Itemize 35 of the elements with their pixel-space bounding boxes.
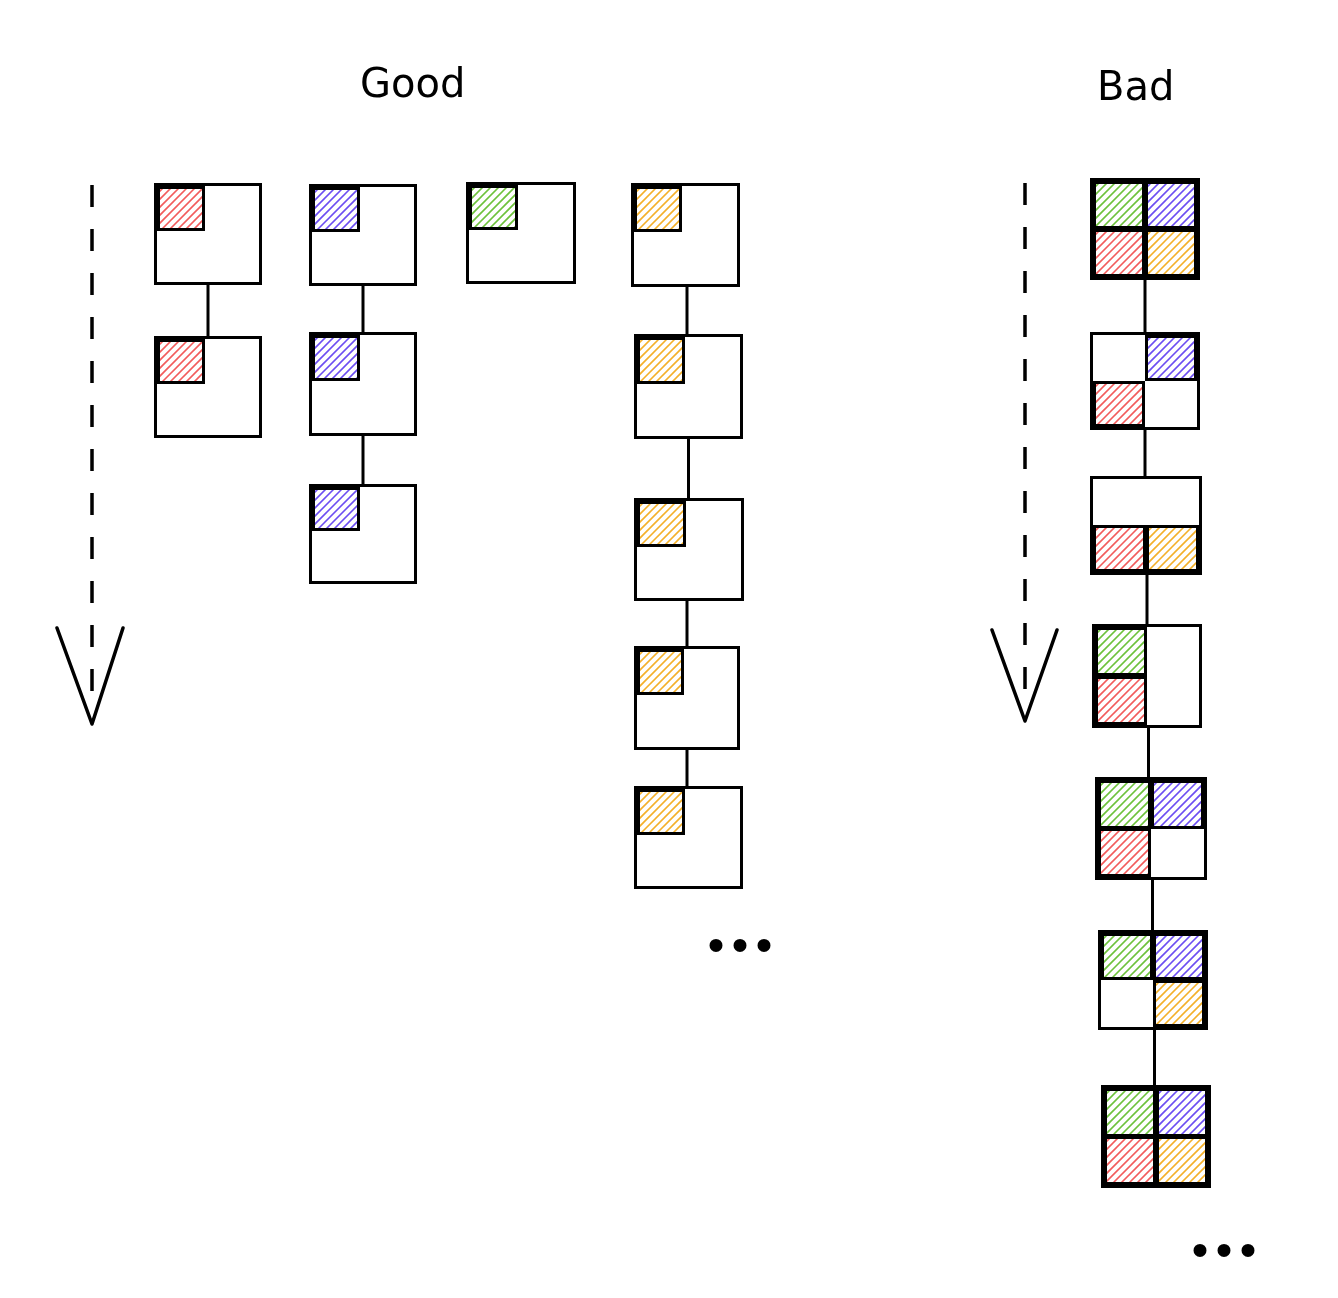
square-frame <box>634 498 744 601</box>
square-frame <box>1090 178 1200 280</box>
connector-line <box>206 285 210 336</box>
square-frame <box>634 646 740 750</box>
connector-line <box>361 436 365 484</box>
connector-line <box>685 287 689 334</box>
connector-line <box>685 601 689 646</box>
square-frame <box>1090 332 1200 430</box>
connector-line <box>1151 880 1154 930</box>
connector-line <box>1153 1030 1156 1085</box>
square-frame <box>1101 1085 1211 1188</box>
square-frame <box>309 332 417 436</box>
square-frame <box>154 336 262 438</box>
connector-line <box>361 286 365 332</box>
ellipsis: ... <box>706 894 778 954</box>
square-frame <box>634 334 743 439</box>
square-frame <box>309 484 417 584</box>
square-frame <box>1095 777 1207 880</box>
connector-line <box>1143 280 1147 332</box>
square-frame <box>1090 476 1202 575</box>
square-frame <box>631 183 740 287</box>
square-frame <box>1092 624 1202 728</box>
connector-line <box>685 750 689 786</box>
square-frame <box>309 184 417 286</box>
connector-line <box>687 439 690 498</box>
square-frame <box>634 786 743 889</box>
column-heading: Good <box>360 59 466 108</box>
column-heading: Bad <box>1097 62 1175 111</box>
ellipsis: ... <box>1190 1199 1262 1259</box>
square-frame <box>154 183 262 285</box>
square-frame <box>1098 930 1208 1030</box>
connector-line <box>1143 430 1147 476</box>
square-frame <box>466 182 576 284</box>
connector-line <box>1147 728 1150 777</box>
connector-line <box>1145 575 1149 624</box>
